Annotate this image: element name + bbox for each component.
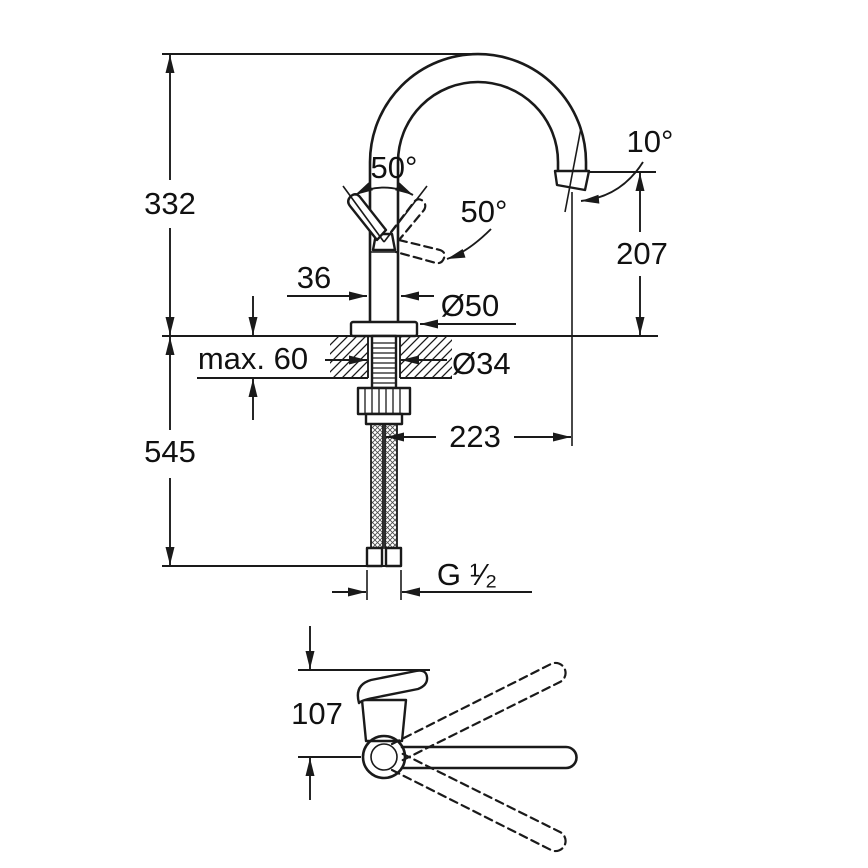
supply-hoses: [365, 423, 403, 568]
nut-ribs: [364, 389, 401, 413]
mounting-nut: [356, 386, 412, 416]
lever-axis-right: [383, 185, 428, 243]
dim-label-207: 207: [616, 236, 668, 271]
dim-label-332: 332: [144, 186, 196, 221]
leader-10deg: [580, 161, 644, 204]
handle: [342, 185, 446, 265]
nut-washer: [364, 412, 404, 426]
spout-outlet: [553, 169, 591, 192]
hose-left: [370, 423, 384, 549]
angle-label-10deg: 10°: [627, 124, 674, 159]
deck-hatch-right: [400, 336, 452, 378]
spout-inner-wall: [396, 80, 560, 328]
lever-axis-left: [342, 185, 385, 243]
spout-axis-line: [564, 127, 582, 213]
dim-label-max60: max. 60: [198, 341, 308, 376]
side-view: [356, 661, 578, 853]
dim-label-d34: Ø34: [452, 346, 511, 381]
hose-fitting-left: [365, 546, 384, 568]
hose-fitting-right: [384, 546, 403, 568]
dim-label-d50: Ø50: [441, 288, 500, 323]
side-spout-dashed-down: [390, 751, 567, 853]
shank-threads: [372, 342, 396, 384]
side-spout-dashed-up: [390, 661, 567, 763]
hose-right: [384, 423, 398, 549]
base-flange: [349, 320, 419, 338]
thread-label-g12: G ¹⁄₂: [437, 557, 497, 592]
side-handle: [356, 669, 429, 705]
swivel-joint-inner: [370, 743, 398, 771]
dim-label-545: 545: [144, 434, 196, 469]
deck-hatch-left: [330, 336, 368, 378]
angle-label-50deg-top: 50°: [371, 150, 418, 185]
leader-50deg-side: [446, 228, 492, 260]
lever-dashed-up: [389, 198, 427, 242]
arc-50deg-top: [354, 182, 414, 196]
dimension-lines: 332 545 207 10° 50° 50° 36 Ø50 max. 60 Ø: [144, 53, 674, 800]
side-spout-solid: [400, 745, 578, 770]
dim-label-223: 223: [449, 419, 501, 454]
dim-label-36: 36: [297, 260, 331, 295]
lever-dashed-side: [394, 238, 446, 265]
mounting-base: [349, 320, 419, 426]
angle-label-50deg-side: 50°: [461, 194, 508, 229]
threaded-shank: [370, 334, 398, 390]
dim-label-107: 107: [291, 696, 343, 731]
swivel-joint-outer: [361, 734, 407, 780]
side-body: [360, 698, 408, 743]
